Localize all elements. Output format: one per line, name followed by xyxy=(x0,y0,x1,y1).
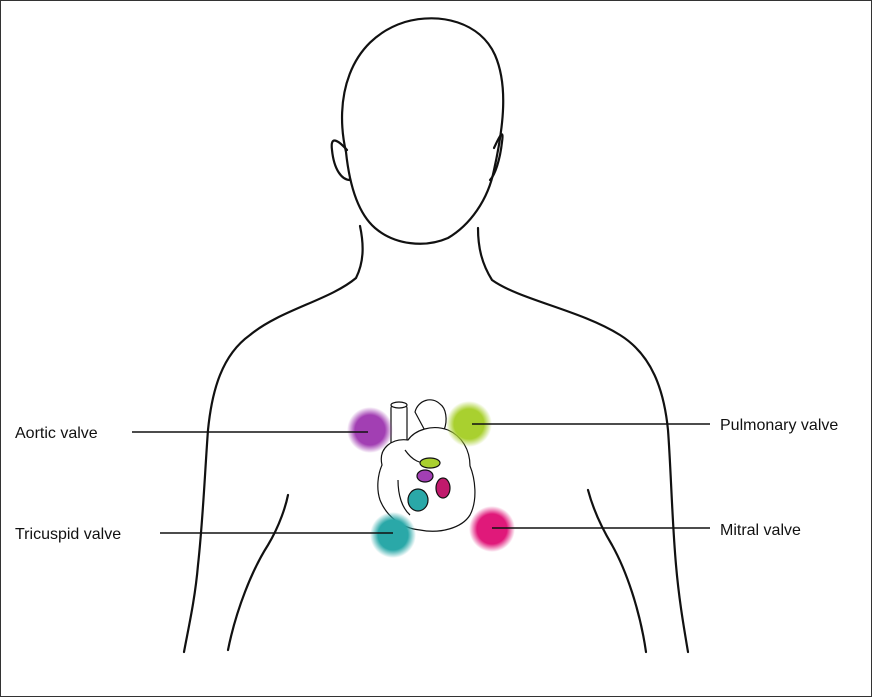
inner-tricuspid-valve xyxy=(407,488,429,512)
body-outline xyxy=(182,17,690,654)
aortic-point xyxy=(347,407,393,453)
pulmonary-valve-label: Pulmonary valve xyxy=(720,417,838,434)
right-neck-shoulder xyxy=(476,226,690,654)
right-ear xyxy=(488,133,504,182)
left-inner-arm xyxy=(226,493,290,652)
head-outline xyxy=(340,17,505,245)
leader-lines xyxy=(132,423,710,534)
heart-detail-line-2 xyxy=(397,479,411,516)
left-neck-shoulder xyxy=(182,224,364,654)
tricuspid-valve-label: Tricuspid valve xyxy=(15,526,121,543)
left-ear xyxy=(330,139,352,182)
inner-mitral-valve xyxy=(435,477,451,499)
right-inner-arm xyxy=(586,488,648,654)
inner-pulmonary-valve xyxy=(419,457,441,469)
heart-illustration xyxy=(377,399,476,532)
aortic-valve-label: Aortic valve xyxy=(15,425,98,442)
inner-aortic-valve xyxy=(416,469,434,483)
tricuspid-point xyxy=(370,512,416,558)
mitral-valve-label: Mitral valve xyxy=(720,522,801,539)
pulmonary-point xyxy=(446,401,492,447)
mitral-point xyxy=(469,506,515,552)
